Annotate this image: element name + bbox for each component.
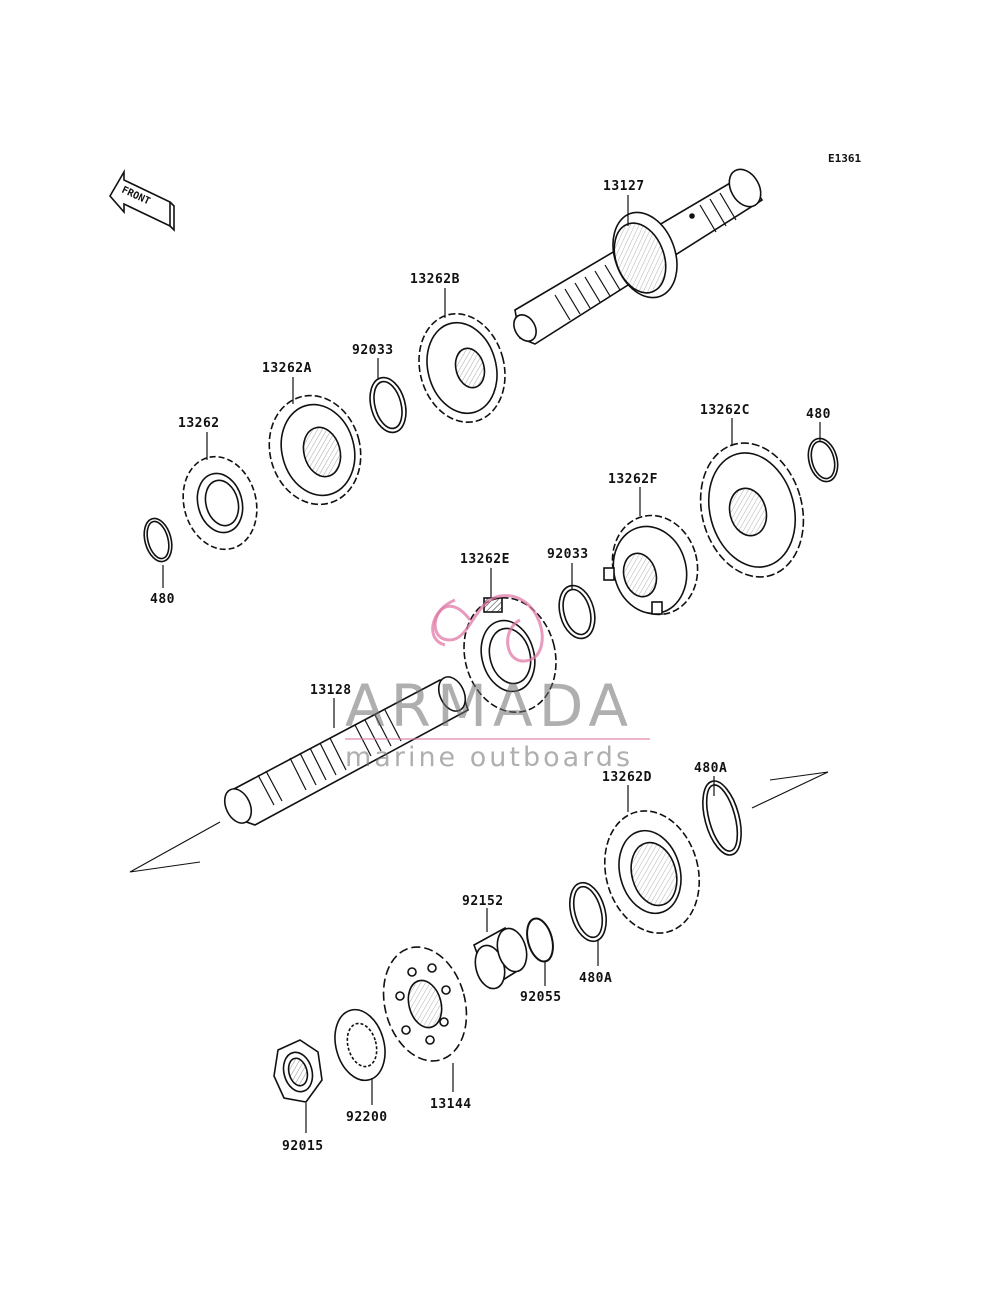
- label-92152[interactable]: 92152: [462, 894, 504, 909]
- label-92033-upper[interactable]: 92033: [352, 343, 394, 358]
- oring-92055: [526, 917, 554, 963]
- label-92015[interactable]: 92015: [282, 1139, 324, 1154]
- watermark-logo-icon: [431, 594, 544, 663]
- circlip-480-right: [807, 437, 839, 483]
- label-13262D[interactable]: 13262D: [602, 770, 652, 785]
- nut-92015: [273, 1039, 323, 1103]
- gear-13262: [182, 455, 258, 551]
- front-arrow-icon: FRONT: [109, 169, 175, 232]
- circlip-92033-upper: [369, 376, 407, 434]
- washer-92200: [334, 1008, 386, 1082]
- gear-13262A: [268, 394, 362, 506]
- label-92200[interactable]: 92200: [346, 1110, 388, 1125]
- label-13127[interactable]: 13127: [603, 179, 645, 194]
- shaft-13127: [513, 168, 764, 345]
- label-480-left[interactable]: 480: [150, 592, 175, 607]
- gear-13262D: [603, 810, 701, 934]
- label-480A-lower[interactable]: 480A: [579, 971, 612, 986]
- label-480A-upper[interactable]: 480A: [694, 761, 727, 776]
- label-480-right[interactable]: 480: [806, 407, 831, 422]
- circlip-480-left: [143, 517, 173, 563]
- axis-line-left: [129, 821, 221, 873]
- label-13262A[interactable]: 13262A: [262, 361, 312, 376]
- sprocket-13144: [382, 946, 468, 1062]
- watermark-divider: [345, 738, 650, 740]
- watermark-title: ARMADA: [345, 672, 635, 740]
- label-13262B[interactable]: 13262B: [410, 272, 460, 287]
- label-92055[interactable]: 92055: [520, 990, 562, 1005]
- label-13128[interactable]: 13128: [310, 683, 352, 698]
- label-13262E[interactable]: 13262E: [460, 552, 510, 567]
- circlip-480A-upper: [702, 780, 742, 856]
- label-13262[interactable]: 13262: [178, 416, 220, 431]
- label-13144[interactable]: 13144: [430, 1097, 472, 1112]
- diagram-code: E1361: [828, 152, 861, 165]
- shaft-13128: [223, 676, 469, 826]
- collar-92152: [473, 926, 528, 990]
- circlip-92033-middle: [558, 584, 596, 640]
- gear-13262F: [603, 514, 699, 616]
- label-92033-middle[interactable]: 92033: [547, 547, 589, 562]
- circlip-480A-lower: [569, 881, 607, 943]
- watermark-subtitle: marine outboards: [345, 742, 634, 773]
- label-13262C[interactable]: 13262C: [700, 403, 750, 418]
- gear-13262B: [418, 312, 506, 424]
- label-13262F[interactable]: 13262F: [608, 472, 658, 487]
- axis-line-right: [751, 771, 829, 809]
- gear-13262C: [699, 442, 805, 578]
